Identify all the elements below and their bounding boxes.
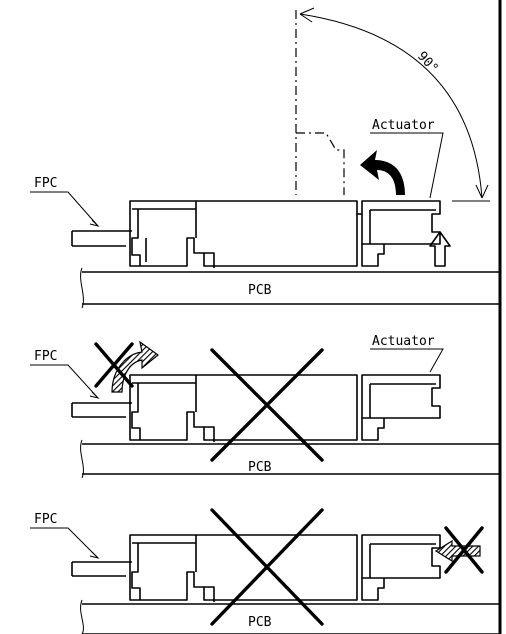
pcb-board: PCB — [80, 439, 500, 479]
pcb-label: PCB — [248, 283, 272, 298]
pcb-label: PCB — [248, 615, 272, 630]
actuator — [361, 200, 441, 267]
rotation-arc — [299, 13, 483, 199]
actuator — [361, 534, 441, 601]
pcb-label: PCB — [248, 460, 272, 475]
fpc-cable — [71, 402, 132, 418]
fpc-cable — [71, 230, 132, 247]
panel-correct-operation: PCB FPC — [30, 7, 500, 309]
fpc-label: FPC — [34, 512, 57, 527]
pcb-board: PCB — [80, 267, 500, 309]
push-up-arrow-icon — [429, 231, 451, 267]
fpc-lift-arrow-icon — [111, 340, 159, 393]
connector-housing — [129, 200, 362, 268]
pcb-board: PCB — [80, 599, 500, 634]
actuator — [361, 374, 441, 441]
fpc-label: FPC — [34, 349, 57, 364]
panel-wrong-fpc-lift: PCB FPC Actuator — [30, 334, 500, 479]
connector-housing — [129, 374, 358, 442]
fpc-leader — [30, 191, 99, 227]
actuator-label: Actuator — [372, 334, 435, 349]
connector-housing — [129, 534, 358, 602]
fpc-label: FPC — [34, 176, 57, 191]
rotate-arrow-icon — [360, 150, 405, 195]
fpc-cable — [71, 561, 132, 577]
panel-wrong-actuator-push: PCB FPC — [30, 508, 500, 634]
angle-label: 90° — [414, 49, 441, 76]
actuator-leader — [370, 132, 444, 199]
actuator-label: Actuator — [372, 118, 435, 133]
